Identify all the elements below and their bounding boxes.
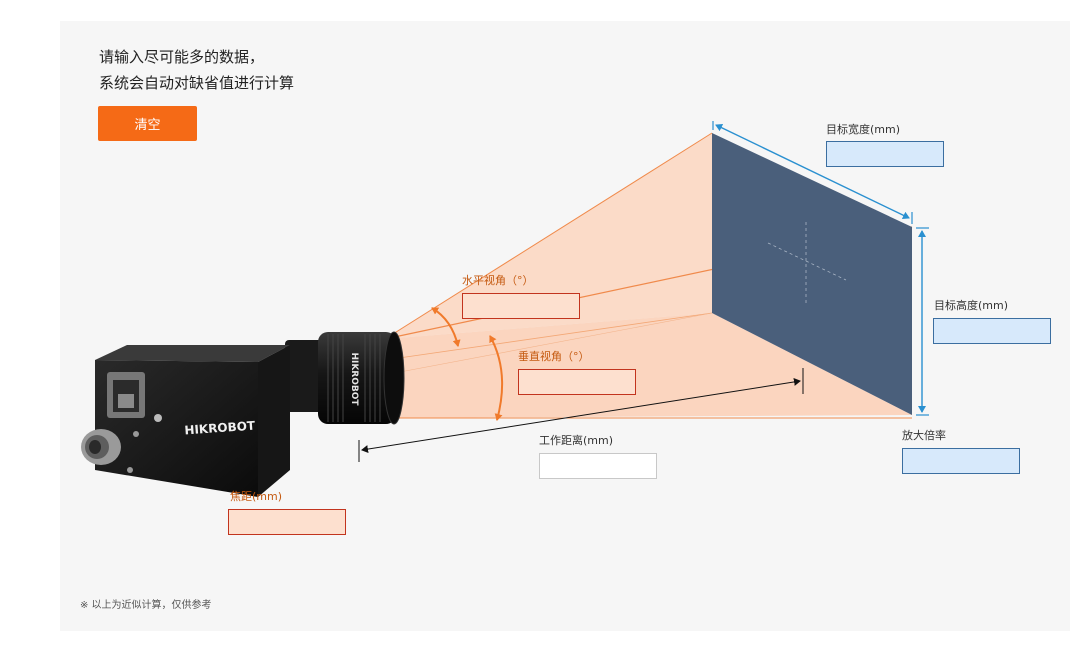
magnification-input[interactable] <box>902 448 1020 474</box>
working-distance-input[interactable] <box>539 453 657 479</box>
horizontal-fov-input[interactable] <box>462 293 580 319</box>
target-width-input[interactable] <box>826 141 944 167</box>
working-distance-label: 工作距离(mm) <box>539 434 614 447</box>
camera-body-image: HIKROBOT <box>81 345 290 497</box>
vertical-fov-label: 垂直视角（°） <box>518 350 590 363</box>
target-width-arrow <box>712 121 913 224</box>
target-width-label: 目标宽度(mm) <box>826 123 901 136</box>
clear-button[interactable]: 清空 <box>98 106 197 141</box>
focal-length-label: 焦距(mm) <box>230 490 283 503</box>
lens-image: HIKROBOT <box>285 331 405 425</box>
vertical-fov-input[interactable] <box>518 369 636 395</box>
ethernet-port-icon <box>107 372 145 418</box>
footnote: ※ 以上为近似计算，仅供参考 <box>80 600 212 611</box>
target-height-arrow <box>916 227 929 416</box>
vertical-fov-arc <box>489 335 504 421</box>
target-height-label: 目标高度(mm) <box>934 299 1009 312</box>
camera-brand: HIKROBOT <box>184 419 256 438</box>
intro-line-2: 系统会自动对缺省值进行计算 <box>99 74 295 92</box>
magnification-label: 放大倍率 <box>902 429 946 442</box>
intro-line-1: 请输入尽可能多的数据， <box>99 48 265 66</box>
horizontal-fov-arc <box>431 307 461 347</box>
target-height-input[interactable] <box>933 318 1051 344</box>
focal-length-input[interactable] <box>228 509 346 535</box>
horizontal-fov-label: 水平视角（°） <box>462 274 534 287</box>
working-distance-arrow <box>358 368 804 462</box>
lens-brand: HIKROBOT <box>349 352 359 406</box>
intro-text: 请输入尽可能多的数据， 系统会自动对缺省值进行计算 <box>99 44 294 96</box>
io-connector-icon <box>81 429 121 465</box>
crosshair-icon <box>767 222 847 306</box>
